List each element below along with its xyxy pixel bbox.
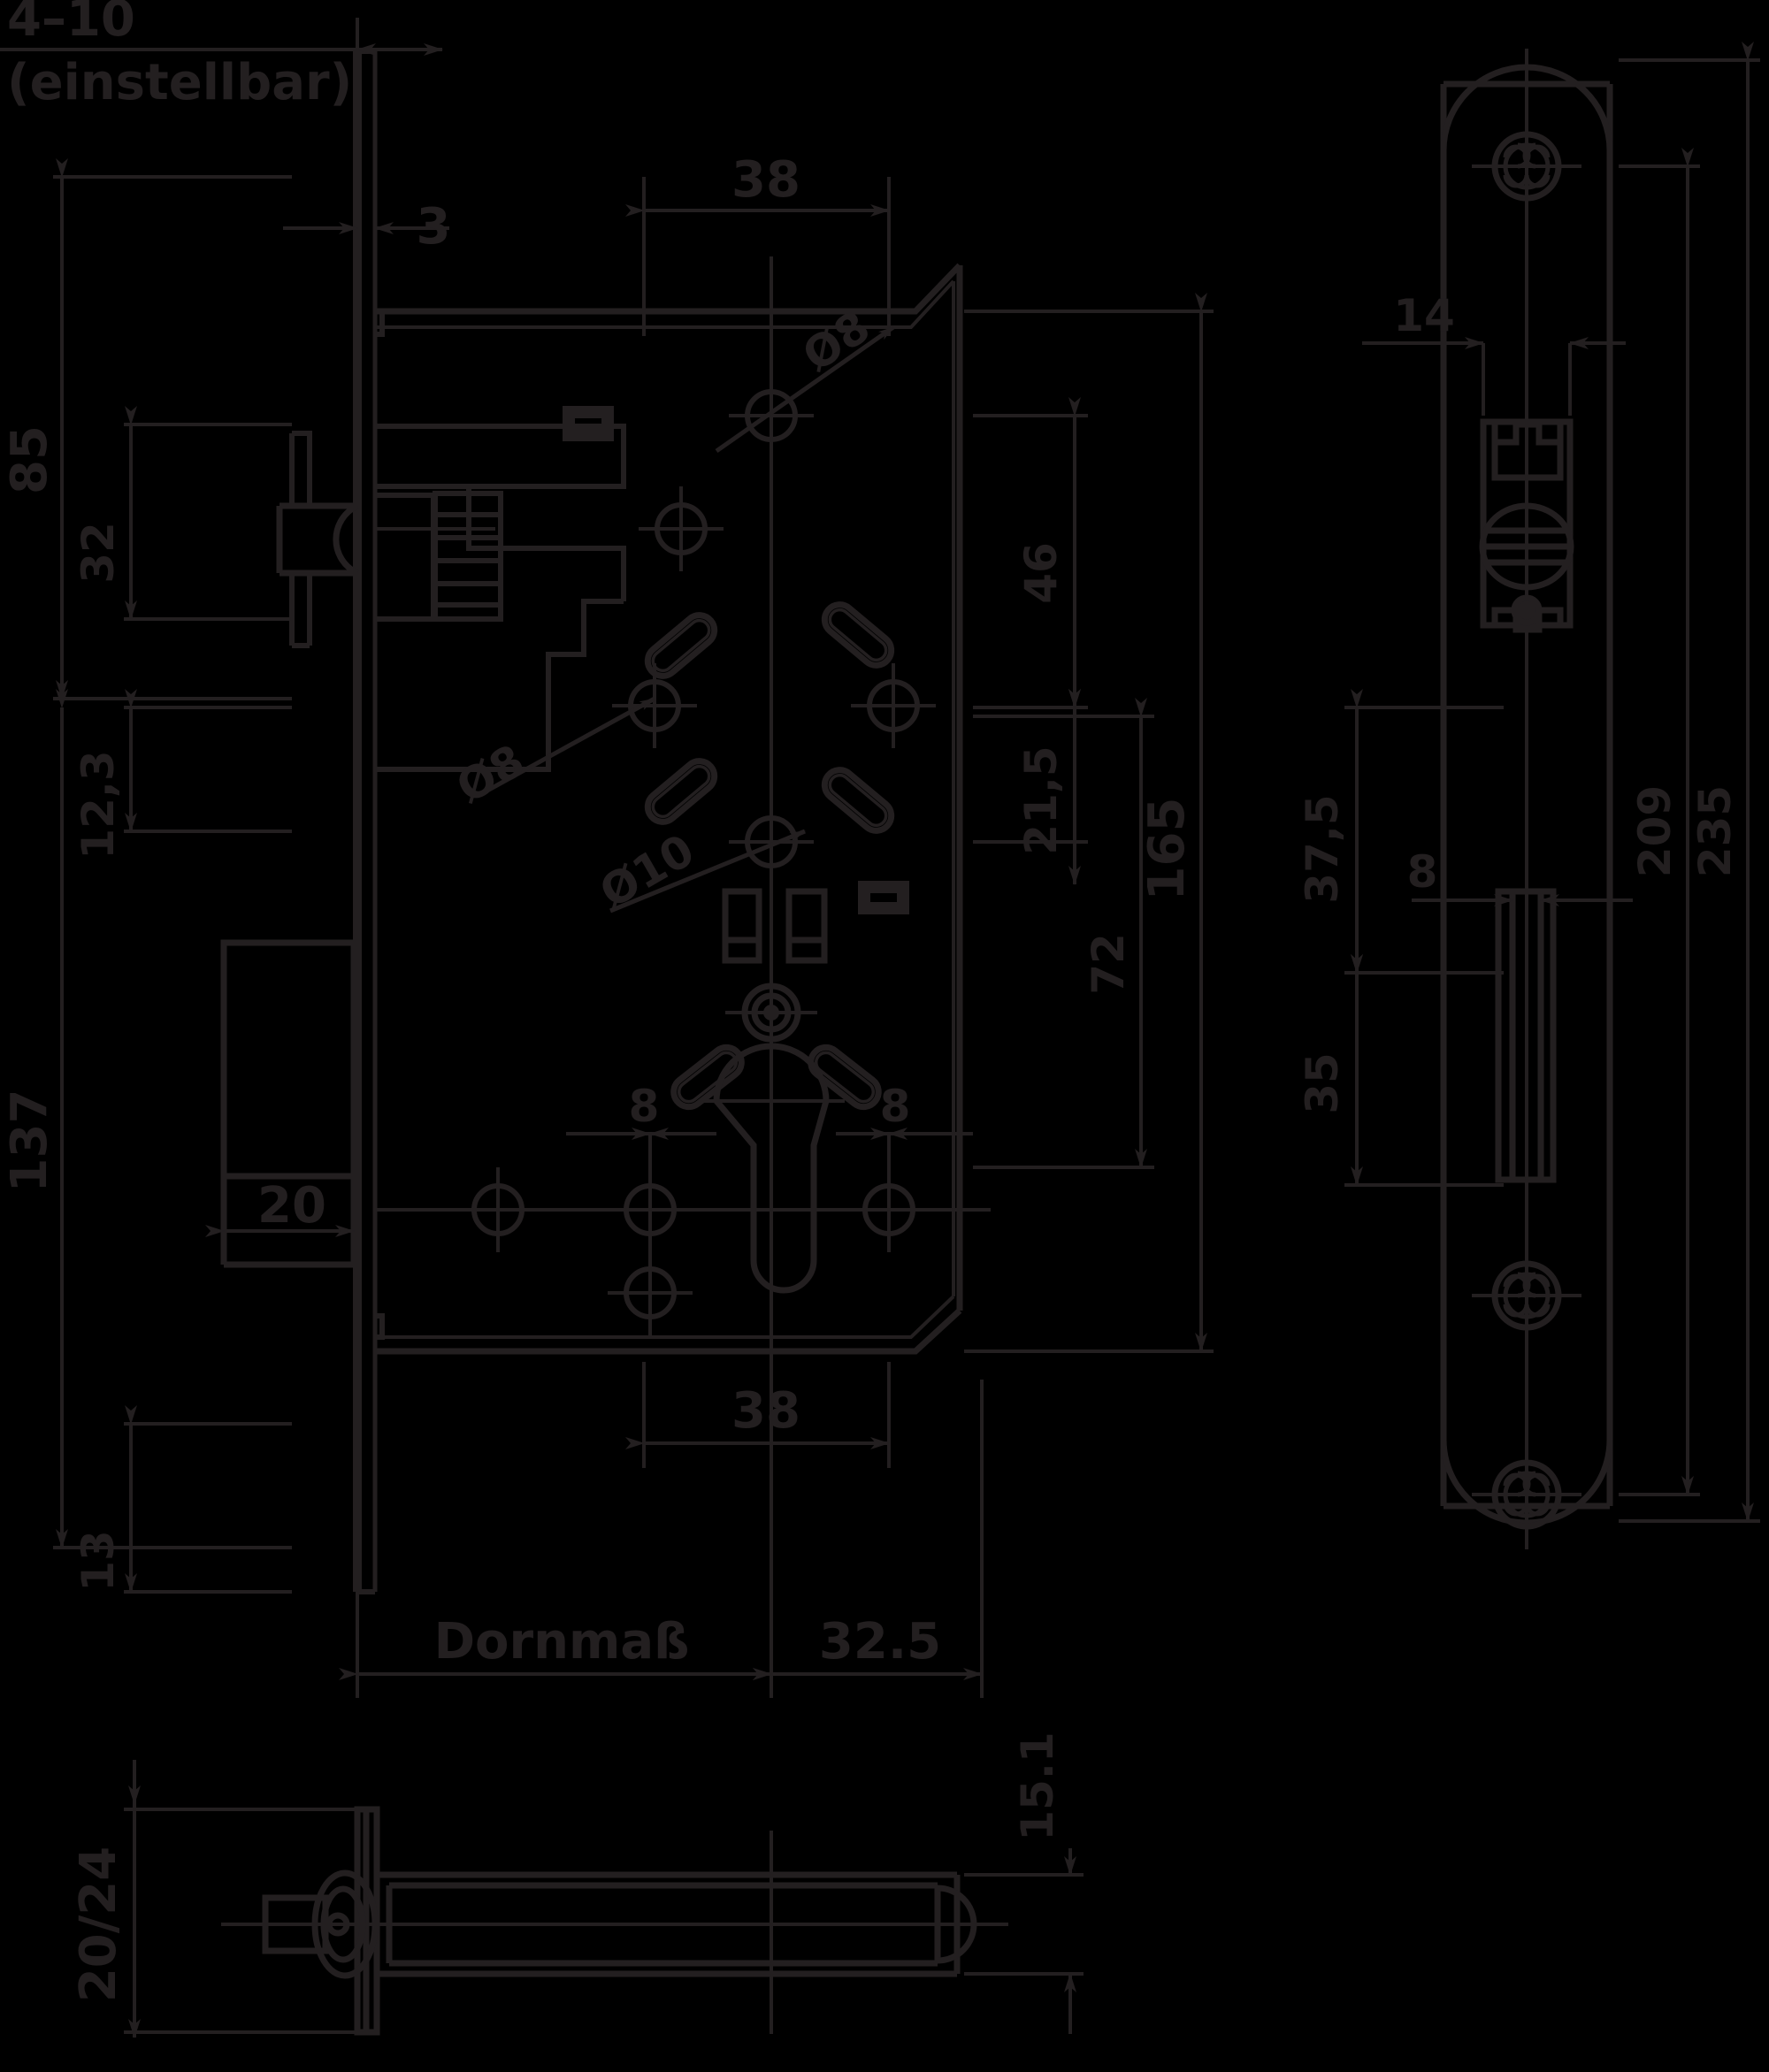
- faceplate-screw-top: [1472, 111, 1581, 221]
- dim-38-top: 38: [731, 151, 800, 209]
- dimensions-left: [53, 158, 355, 1594]
- faceplate-front-view: 14 37,5 35 8 209 235: [1297, 42, 1760, 1549]
- dim-15-1-group: [964, 1848, 1084, 2034]
- dimensions-right: [964, 293, 1214, 1353]
- dim-32: 32: [73, 522, 124, 584]
- dim-38-bottom: 38: [731, 1382, 800, 1440]
- keyhole-centerlines: [699, 1044, 845, 1327]
- dim-85: 85: [1, 425, 58, 494]
- faceplate-profile: [353, 49, 378, 1594]
- diameter-callouts: [476, 325, 895, 914]
- note-adjust-range: 4–10: [7, 0, 135, 48]
- dim-165: 165: [1138, 798, 1196, 901]
- dim-20-24: 20/24: [70, 1846, 127, 2002]
- dim-fp-8: 8: [1407, 846, 1438, 898]
- dim-cyl-right-8: 8: [880, 1081, 911, 1132]
- bottom-plan-view: 20/24 15.1: [70, 1732, 1084, 2038]
- case-pin-marks: [563, 406, 909, 914]
- dim-46: 46: [1015, 542, 1067, 604]
- profile-cylinder-keyhole: [713, 1043, 830, 1294]
- dim-14: 14: [1393, 290, 1455, 341]
- latch-bolt-assembly: [276, 424, 626, 772]
- dim-dia-10: Ø10: [591, 824, 702, 918]
- dim-21-5: 21,5: [1015, 745, 1067, 854]
- dim-38-top-group: [625, 177, 891, 336]
- hole-pattern: [456, 373, 936, 1335]
- dim-3: 3: [417, 198, 451, 256]
- dim-37-35-group: [1344, 689, 1504, 1187]
- dim-13: 13: [73, 1530, 124, 1592]
- front-section-view: [220, 49, 991, 1594]
- label-dornmass: Dornmaß: [434, 1613, 690, 1671]
- dim-35: 35: [1297, 1052, 1348, 1114]
- dim-20-24-group: [124, 1760, 363, 2038]
- dim-37-5: 37,5: [1297, 794, 1348, 903]
- bottom-view-centerlines: [221, 1831, 1008, 2034]
- case-rear-recess: [220, 939, 357, 1268]
- note-adjustable: (einstellbar): [7, 54, 352, 111]
- rect-cutouts: [722, 888, 828, 964]
- backset-dim-group: [339, 1380, 984, 1698]
- top-annotations: [0, 18, 449, 248]
- dim-209-235-group: [1619, 42, 1760, 1523]
- dim-209: 209: [1629, 785, 1681, 877]
- dim-cyl-left-8: 8: [629, 1081, 660, 1132]
- dim-14-group: [1362, 337, 1626, 416]
- lock-case-outline: [375, 263, 963, 1355]
- dim-72: 72: [1083, 933, 1134, 995]
- dim-dia-8-mid: Ø8: [448, 735, 533, 814]
- faceplate-latch-window: [1479, 418, 1574, 633]
- dim-20: 20: [257, 1177, 326, 1235]
- dim-137: 137: [1, 1090, 58, 1193]
- faceplate-screw-bottom: [1472, 1440, 1581, 1549]
- dim-235: 235: [1689, 785, 1741, 877]
- dim-15-1: 15.1: [1012, 1732, 1063, 1840]
- faceplate-screw-mid: [1472, 1241, 1581, 1350]
- dim-38-bottom-group: [625, 1362, 891, 1468]
- cylinder-8-dims: [566, 1128, 973, 1185]
- dim-12-3: 12,3: [73, 750, 124, 859]
- dim-32-5: 32.5: [819, 1613, 941, 1671]
- faceplate-bolt-window: [1495, 888, 1557, 1183]
